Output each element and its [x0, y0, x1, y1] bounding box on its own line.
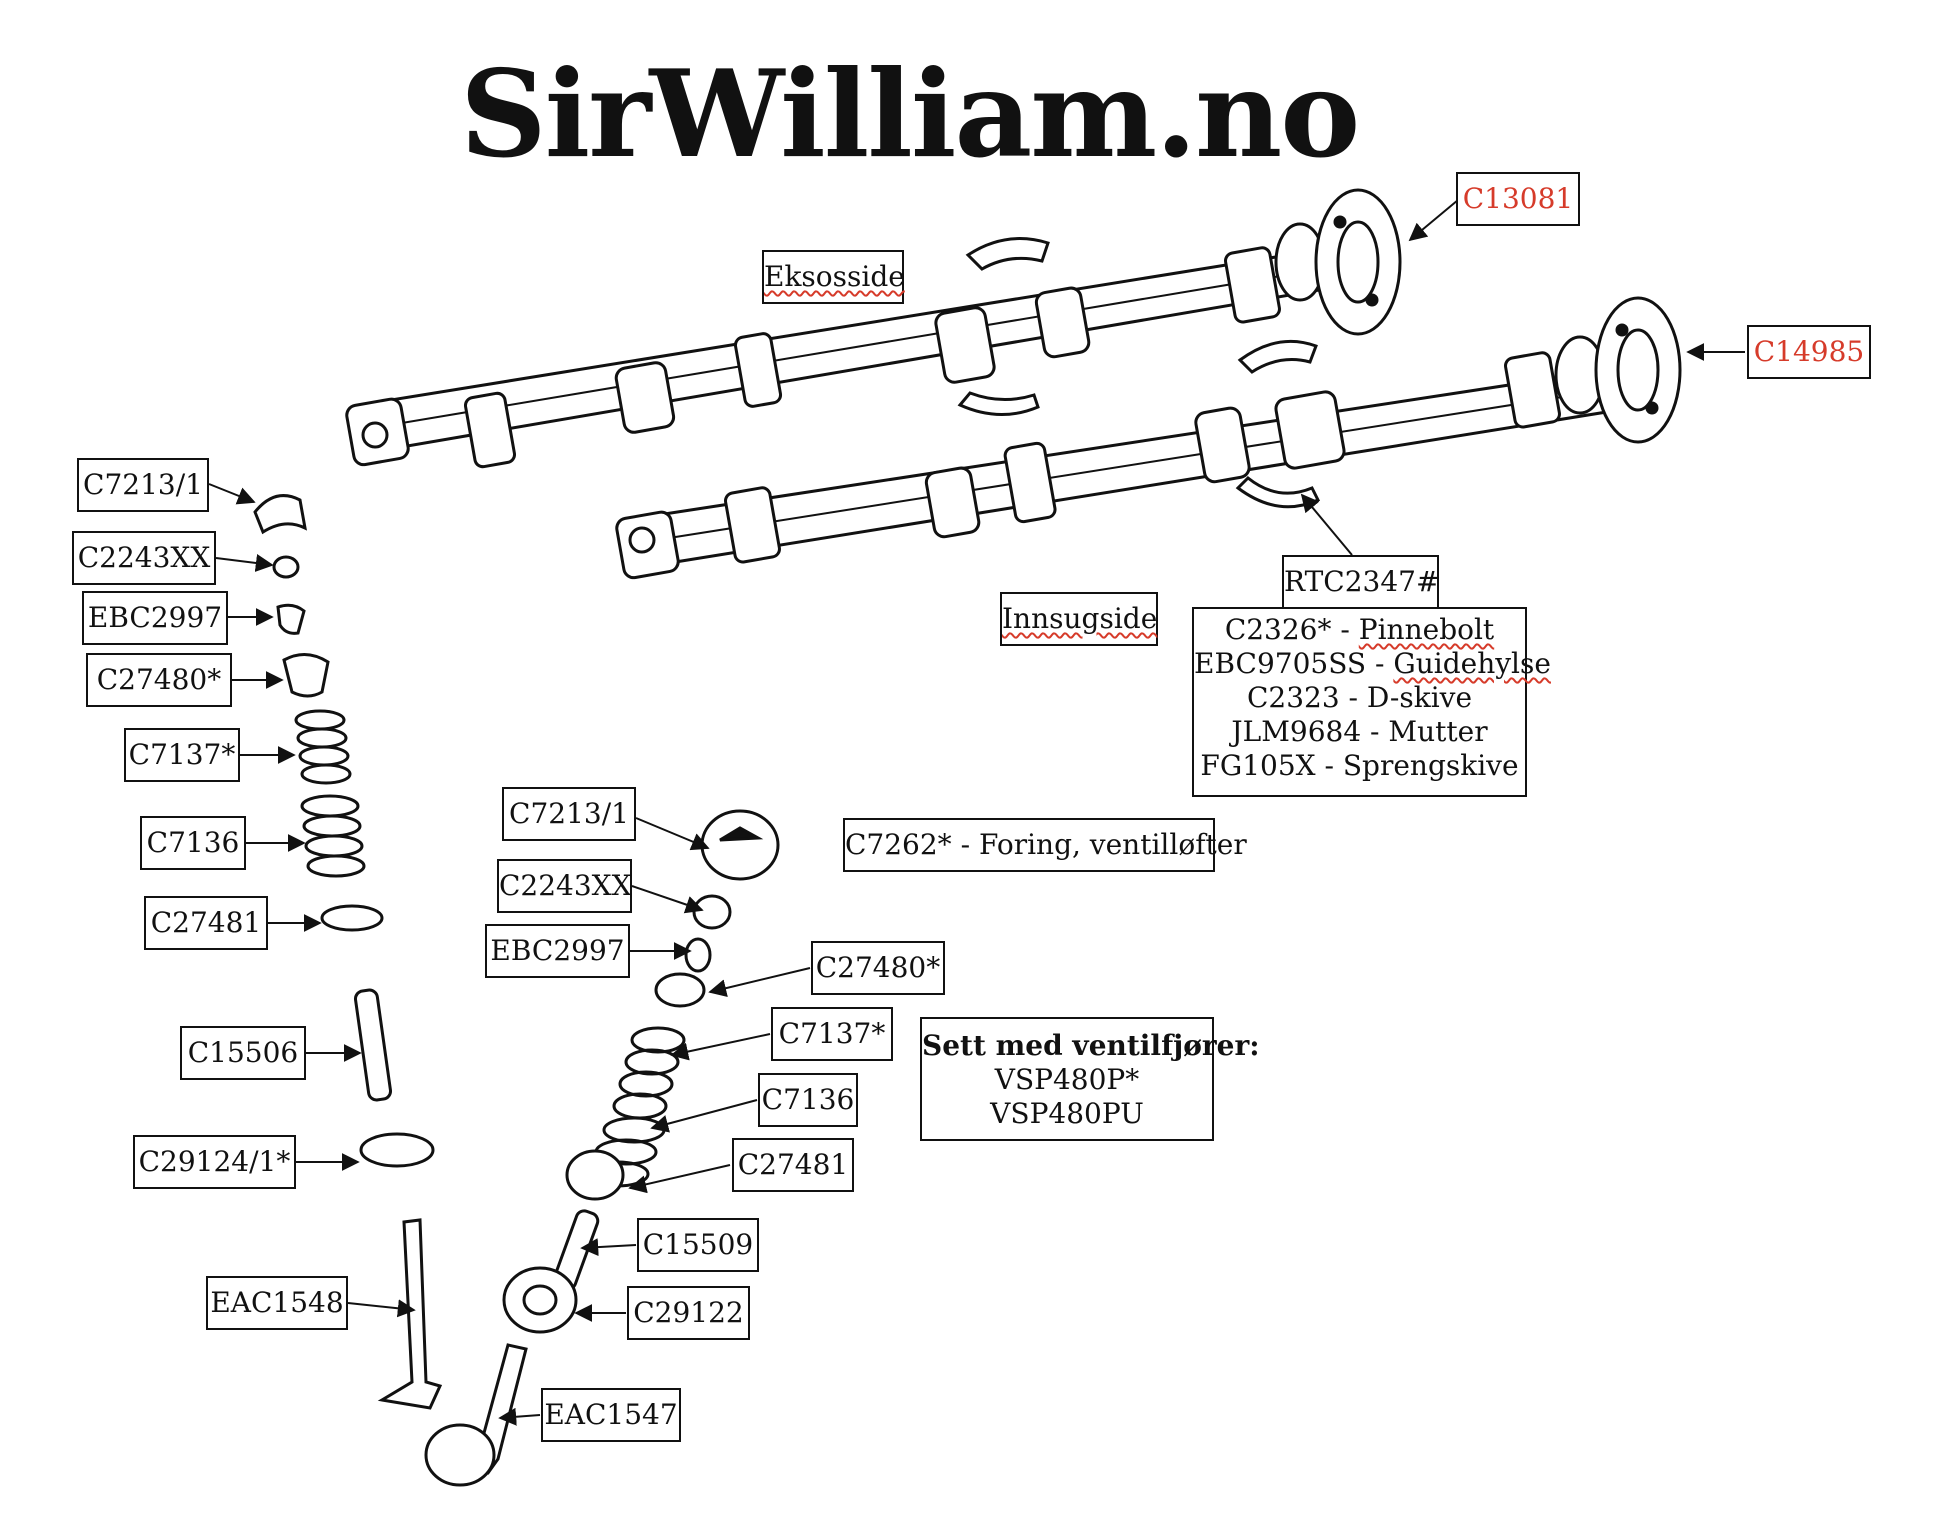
label-mid-c2243xx: C2243XX — [497, 859, 632, 913]
spring-cap-mid — [654, 972, 706, 1008]
sirwilliam-logo: SirWilliam.no — [460, 44, 1360, 185]
label-left-c7136: C7136 — [140, 816, 246, 870]
tappet-bucket-left — [253, 494, 308, 535]
shim-left — [272, 555, 300, 579]
label-c7262: C7262* - Foring, ventilløfter — [843, 818, 1247, 872]
label-mid-c7136: C7136 — [758, 1073, 858, 1127]
bearing-shells-exhaust — [957, 237, 1318, 416]
middle-valve-stack — [424, 809, 780, 1487]
fastener-item: JLM9684 - Mutter — [1231, 715, 1488, 748]
label-c14985: C14985 — [1747, 325, 1871, 379]
label-left-c15506: C15506 — [180, 1026, 306, 1080]
valve-seat-left — [359, 1132, 435, 1168]
label-left-c27480: C27480* — [86, 653, 232, 707]
label-mid-eac1547: EAC1547 — [541, 1388, 681, 1442]
shim-mid — [692, 894, 732, 930]
label-left-c7137: C7137* — [124, 728, 240, 782]
fastener-item: FG105X - Sprengskive — [1200, 749, 1519, 782]
valve-left — [377, 1218, 443, 1410]
label-left-c7213: C7213/1 — [77, 458, 209, 512]
valve-guide-left — [353, 988, 393, 1102]
label-left-c2243xx: C2243XX — [72, 531, 216, 585]
spring-seat-left — [320, 904, 384, 932]
label-rtc2347: RTC2347# — [1282, 555, 1439, 609]
intake-camshaft — [615, 296, 1682, 580]
kit-line: VSP480P* — [994, 1063, 1140, 1096]
valve-spring-kit-box: Sett med ventilfjører: VSP480P* VSP480PU — [920, 1017, 1260, 1141]
inner-spring-left — [300, 794, 366, 878]
fastener-item: EBC9705SS - Guidehylse — [1194, 647, 1551, 680]
fastener-item: C2323 - D-skive — [1246, 681, 1473, 714]
kit-line: VSP480PU — [990, 1097, 1144, 1130]
collets-mid — [684, 937, 712, 973]
label-mid-c27480: C27480* — [811, 941, 945, 995]
label-mid-c7137: C7137* — [771, 1007, 893, 1061]
tappet-bucket-mid — [700, 809, 780, 881]
left-valve-stack — [253, 494, 443, 1410]
label-left-eac1548: EAC1548 — [206, 1276, 348, 1330]
label-mid-c15509: C15509 — [637, 1218, 759, 1272]
spring-cap-left — [282, 653, 330, 698]
label-mid-ebc2997: EBC2997 — [485, 924, 630, 978]
label-left-c29124: C29124/1* — [133, 1135, 296, 1189]
kit-title: Sett med ventilfjører: — [922, 1029, 1260, 1062]
spring-seat-mid — [565, 1149, 625, 1201]
outer-spring-mid — [612, 1026, 686, 1120]
collets-left — [276, 603, 306, 635]
fastener-item: C2326* - Pinnebolt — [1224, 613, 1495, 646]
leader-arrows — [208, 199, 1745, 1426]
label-left-c27481: C27481 — [144, 896, 268, 950]
label-mid-c29122: C29122 — [627, 1286, 750, 1340]
label-mid-c27481: C27481 — [732, 1138, 854, 1192]
label-mid-c7213: C7213/1 — [502, 787, 636, 841]
outer-spring-left — [294, 709, 352, 785]
label-c13081: C13081 — [1456, 172, 1580, 226]
fastener-list: C2326* - Pinnebolt EBC9705SS - Guidehyls… — [1192, 607, 1551, 797]
exhaust-camshaft — [345, 188, 1402, 469]
label-innsugside: Innsugside — [1000, 592, 1158, 646]
label-left-ebc2997: EBC2997 — [82, 591, 228, 645]
bearing-shell-intake — [1235, 475, 1321, 509]
label-eksosside: Eksosside — [762, 250, 905, 304]
